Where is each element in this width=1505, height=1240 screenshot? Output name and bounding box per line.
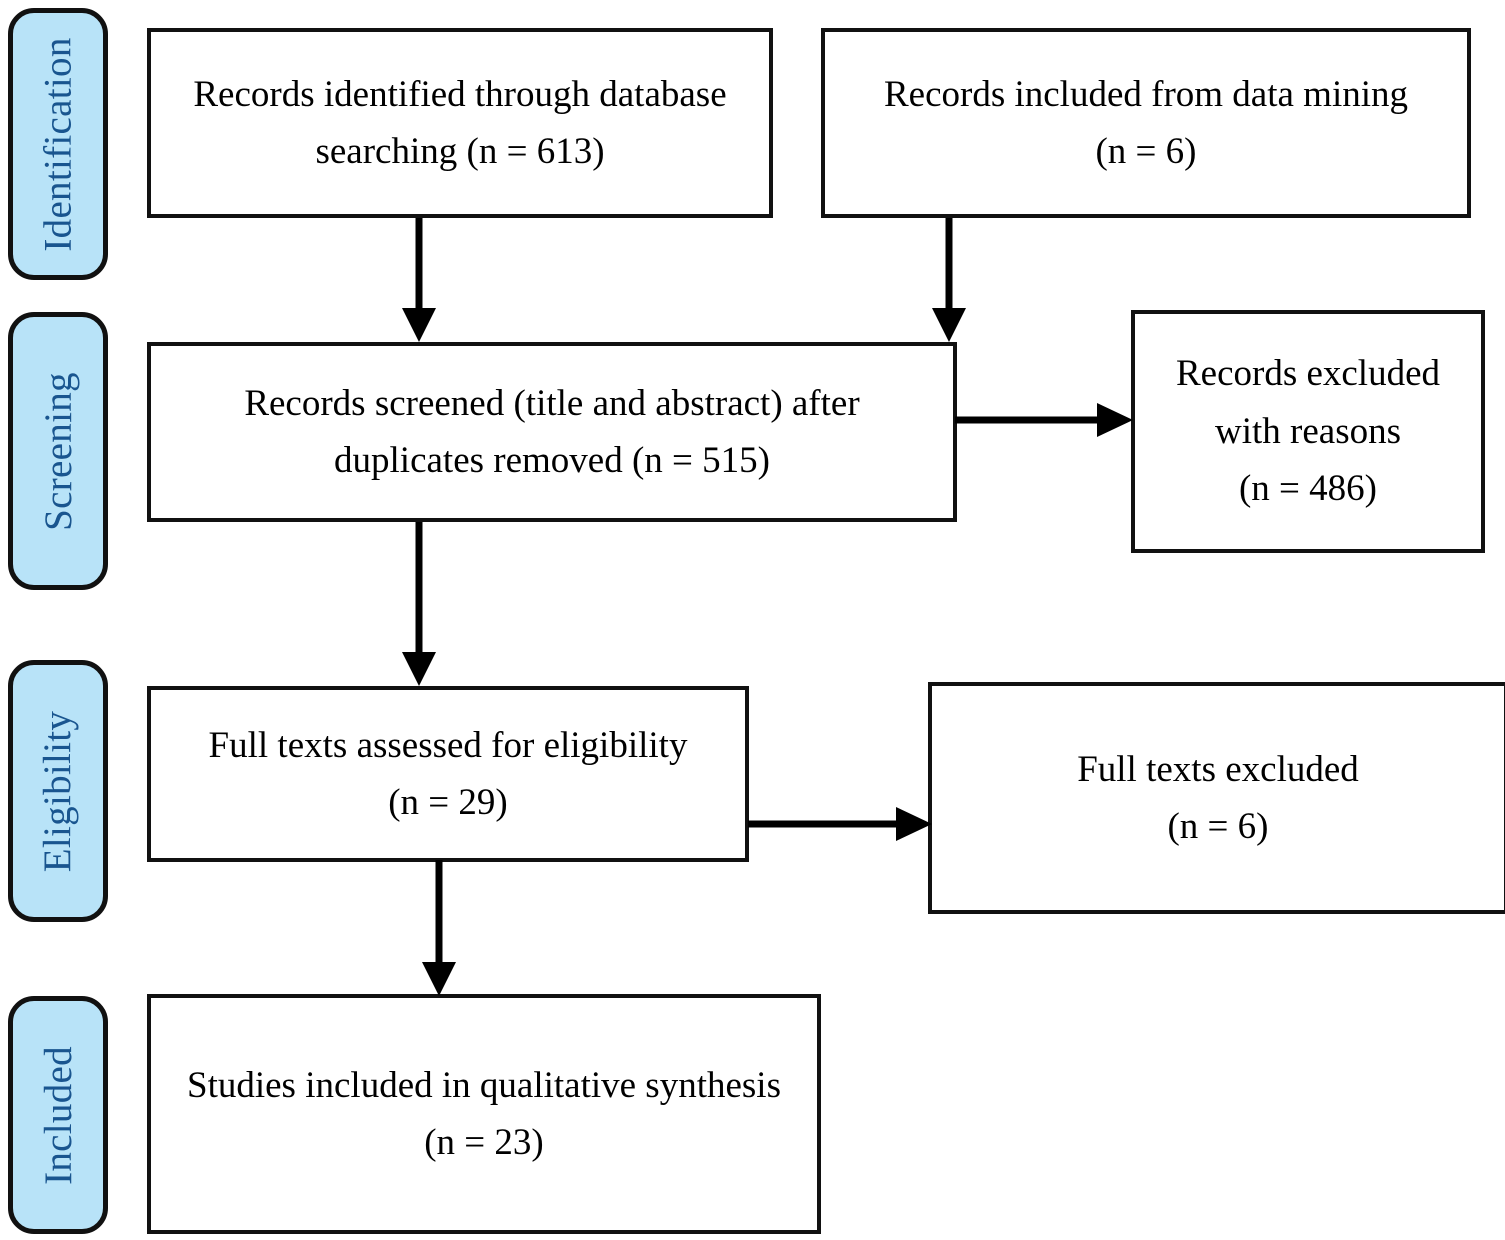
arrow-right-icon	[748, 807, 932, 841]
node-studies-included-qualitative-synthesis: Studies included in qualitative synthesi…	[147, 994, 821, 1234]
node-text-line: Full texts assessed for eligibility	[208, 724, 688, 766]
stage-tab-screening: Screening	[8, 312, 108, 590]
arrow-right-icon	[955, 403, 1133, 437]
node-text-line: (n = 29)	[388, 782, 508, 823]
arrow-full-texts-assessed-to-included-studies	[416, 860, 462, 998]
arrow-down-icon	[402, 522, 436, 686]
stage-label-eligibility: Eligibility	[36, 710, 80, 872]
node-text-line: (n = 6)	[1095, 131, 1197, 172]
arrow-down-icon	[932, 218, 966, 342]
node-records-screened: Records screened (title and abstract) af…	[147, 342, 957, 522]
node-full-texts-assessed: Full texts assessed for eligibility (n =…	[147, 686, 749, 862]
node-text-line: searching (n = 613)	[315, 131, 605, 172]
node-text-line: Full texts excluded	[1077, 748, 1359, 790]
stage-label-screening: Screening	[36, 371, 80, 531]
node-text-line: duplicates removed (n = 515)	[334, 440, 770, 481]
node-text-line: Records excluded	[1175, 353, 1441, 395]
node-text-line: with reasons	[1215, 410, 1401, 452]
node-records-identified-database-searching: Records identified through database sear…	[147, 28, 773, 218]
arrow-data-mining-to-screened	[926, 218, 972, 344]
node-records-included-data-mining: Records included from data mining (n = 6…	[821, 28, 1471, 218]
node-text-line: Records identified through database	[193, 73, 727, 115]
node-text-line: (n = 486)	[1238, 468, 1377, 510]
node-text-line: Studies included in qualitative synthesi…	[187, 1064, 781, 1106]
stage-tab-included: Included	[8, 996, 108, 1234]
arrow-full-texts-assessed-to-full-texts-excluded	[748, 800, 934, 848]
stage-tab-identification: Identification	[8, 8, 108, 280]
stage-label-included: Included	[36, 1045, 80, 1185]
arrow-database-search-to-screened	[396, 218, 442, 344]
arrow-down-icon	[422, 860, 456, 996]
arrow-screened-to-records-excluded	[955, 396, 1135, 444]
node-text-line: Records screened (title and abstract) af…	[244, 382, 860, 424]
stage-label-identification: Identification	[36, 36, 80, 252]
node-full-texts-excluded: Full texts excluded (n = 6)	[928, 682, 1505, 914]
stage-tab-eligibility: Eligibility	[8, 660, 108, 922]
node-text-line: (n = 23)	[424, 1122, 544, 1163]
node-records-excluded-with-reasons: Records excluded with reasons (n = 486)	[1131, 310, 1485, 553]
arrow-screened-to-full-texts-assessed	[396, 522, 442, 688]
arrow-down-icon	[402, 218, 436, 342]
node-text-line: (n = 6)	[1167, 806, 1269, 847]
node-text-line: Records included from data mining	[883, 73, 1409, 115]
